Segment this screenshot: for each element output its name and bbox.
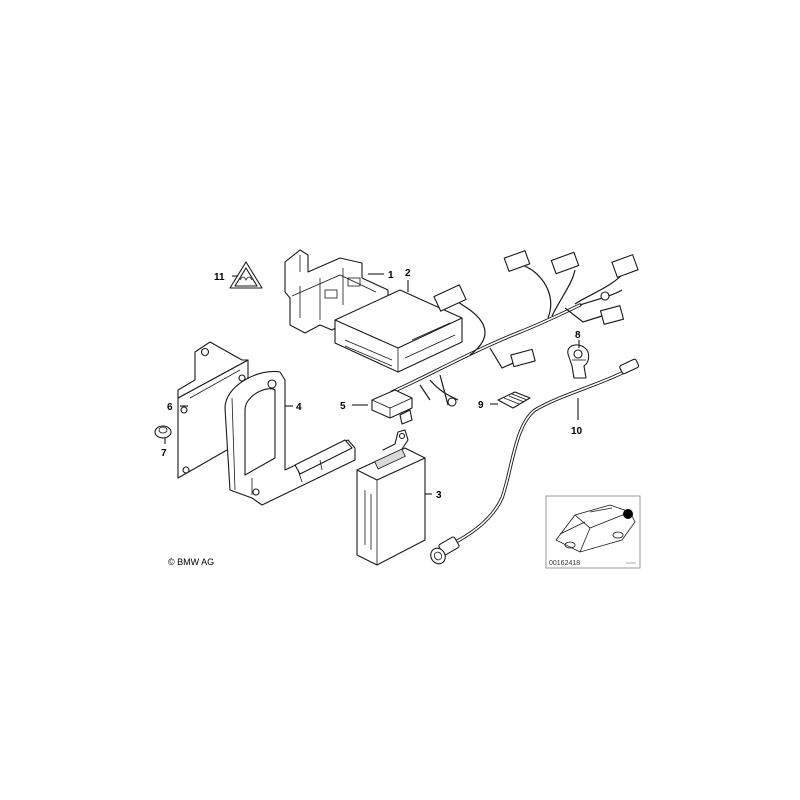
wiring-harness[interactable] bbox=[390, 250, 639, 407]
inset-reference-number: 00162418 bbox=[549, 560, 580, 567]
part-9-terminal-strip[interactable] bbox=[497, 391, 531, 409]
callout-4: 4 bbox=[296, 402, 302, 413]
callout-7: 7 bbox=[161, 448, 167, 459]
location-marker-icon bbox=[623, 509, 633, 519]
callout-9: 9 bbox=[478, 400, 484, 411]
leader-lines bbox=[164, 273, 580, 495]
part-2-receiver-unit[interactable] bbox=[334, 289, 463, 373]
part-6-mounting-plate[interactable] bbox=[177, 341, 249, 479]
part-5-connector[interactable] bbox=[371, 389, 413, 419]
callout-5: 5 bbox=[340, 401, 346, 412]
part-4-holder-bracket[interactable] bbox=[224, 370, 356, 506]
callout-11: 11 bbox=[214, 272, 225, 283]
part-11-warning-label[interactable] bbox=[229, 261, 263, 289]
callout-1: 1 bbox=[388, 270, 394, 281]
callout-3: 3 bbox=[436, 490, 442, 501]
callout-10: 10 bbox=[571, 426, 583, 437]
callout-2: 2 bbox=[405, 268, 411, 279]
callout-6: 6 bbox=[167, 402, 173, 413]
part-8-clip[interactable] bbox=[567, 344, 590, 379]
copyright-text: © BMW AG bbox=[168, 557, 214, 567]
part-7-grommet[interactable] bbox=[154, 425, 172, 439]
callout-8: 8 bbox=[575, 330, 581, 341]
car-icon bbox=[555, 504, 636, 553]
vehicle-inset: 00162418 bbox=[545, 495, 641, 569]
part-10-antenna-cable[interactable] bbox=[428, 358, 640, 567]
part-3-control-module[interactable] bbox=[356, 409, 426, 566]
